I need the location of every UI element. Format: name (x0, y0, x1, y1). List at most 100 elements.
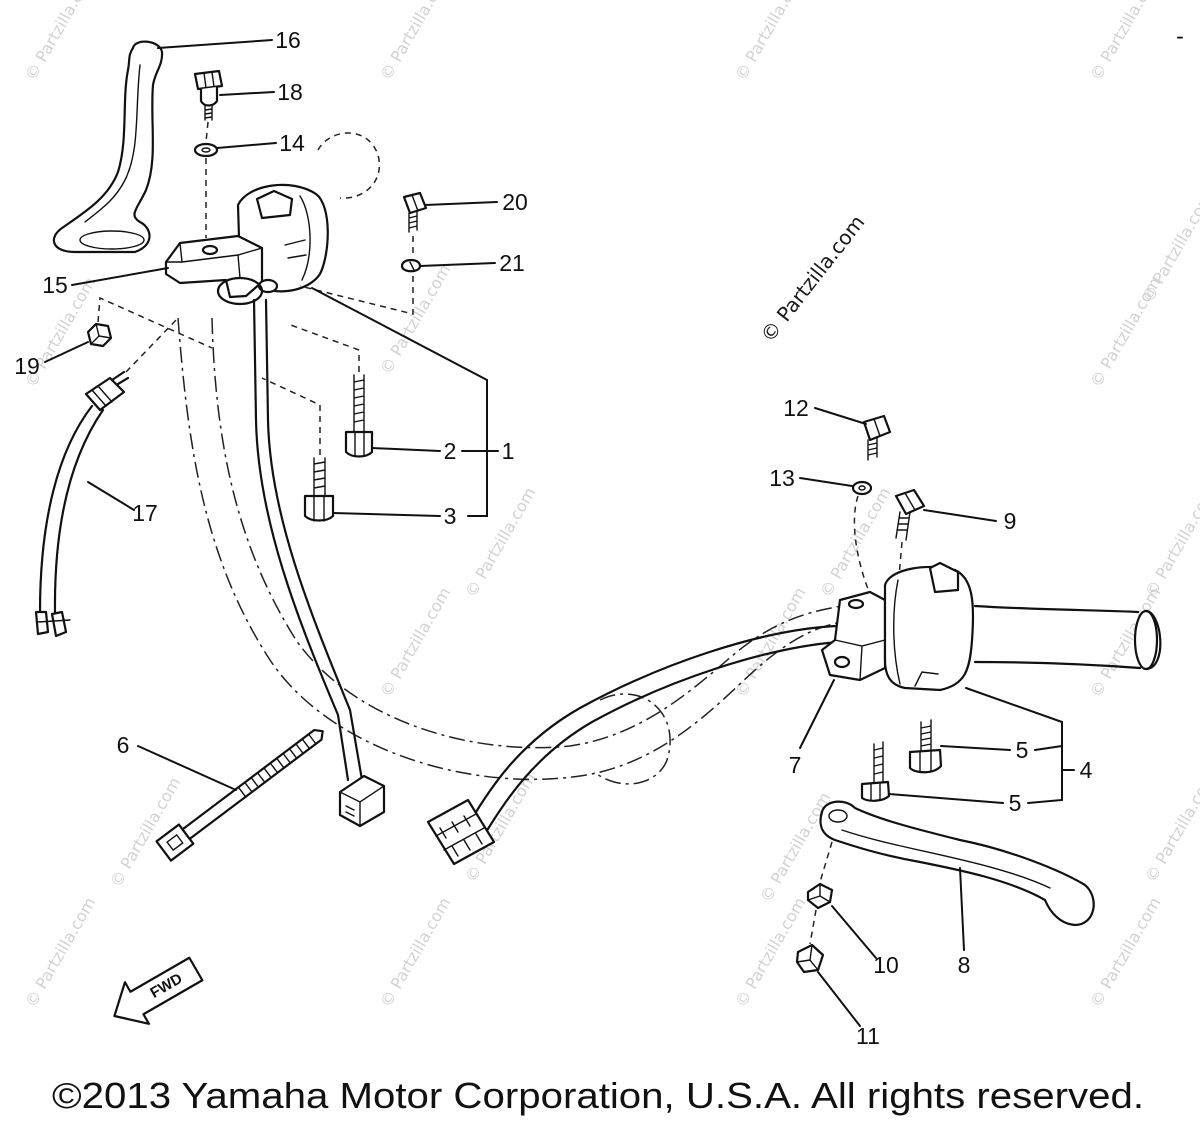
nut-part-11 (795, 943, 825, 974)
screw-head-facets (870, 782, 881, 801)
housing-detail (284, 195, 311, 281)
callout-18: 18 (277, 79, 303, 105)
leader-18 (219, 91, 275, 96)
assembly-line (809, 841, 833, 945)
bolt-part-9 (894, 488, 926, 541)
leader-13 (799, 477, 853, 487)
tie-strap (181, 728, 324, 841)
cable-terminal (50, 610, 68, 638)
clamp-edges (165, 242, 263, 279)
clamp-screw-hole (201, 244, 219, 256)
holder-switch-knob (928, 561, 960, 594)
leader-14 (216, 142, 277, 149)
leader-15 (71, 267, 169, 286)
nut-facets (90, 323, 112, 345)
screw-thread (873, 741, 884, 785)
holder-clamp-edges (834, 639, 886, 681)
lever-part-16 (52, 40, 164, 254)
washer-part-14 (193, 142, 219, 158)
washer-hole (201, 147, 211, 153)
lever-inner-line (84, 64, 141, 223)
leader-16 (157, 39, 273, 49)
washer-outer (193, 142, 219, 158)
callout-20: 20 (502, 189, 528, 215)
lockwasher-part-21 (400, 258, 422, 273)
nut-facet (796, 944, 819, 971)
grip-end (1133, 609, 1159, 671)
screw-thread (920, 719, 932, 753)
callout-13: 13 (769, 465, 795, 491)
screw-part-5-upper (908, 719, 943, 774)
callout-11: 11 (856, 1023, 880, 1049)
callout-8: 8 (958, 952, 971, 978)
holder-screw-hole (833, 655, 851, 669)
bolt-part-18 (193, 69, 224, 121)
cable-tip (110, 370, 130, 386)
nut-part-19 (86, 322, 113, 348)
grip-edge (973, 604, 1140, 614)
leader-19 (44, 341, 89, 363)
wire-line (252, 298, 350, 782)
nut-part-10 (806, 882, 834, 910)
holder-housing (883, 565, 975, 692)
leader-11 (817, 971, 861, 1027)
right-wire-connector (426, 798, 496, 866)
cable-part-17 (34, 370, 130, 638)
grip-phantom-left (317, 132, 381, 199)
callout-labels: 16 18 14 20 21 15 19 2 1 3 17 12 13 9 6 … (14, 27, 1092, 1049)
lever-inner-line (841, 829, 1051, 889)
callout-12: 12 (783, 395, 809, 421)
grip-cap (1144, 609, 1162, 671)
tie-ribs (237, 733, 317, 798)
connector-detail (339, 785, 385, 827)
tie-head-slot (166, 833, 184, 852)
lever-mount (79, 230, 145, 250)
callout-5-upper: 5 (1016, 737, 1029, 763)
leader-21 (419, 262, 496, 267)
screw-head (303, 494, 335, 522)
callout-6: 6 (117, 732, 130, 758)
leader-6 (137, 745, 237, 791)
connector-pins (435, 813, 485, 857)
leader-7 (799, 679, 835, 749)
handlebar-outline-inner (211, 317, 843, 749)
lever-pivot (828, 809, 848, 823)
washer-part-13 (851, 480, 873, 496)
screw-head-facets (354, 431, 365, 457)
cable-tie-part-6 (155, 728, 324, 862)
screw-head (860, 780, 891, 802)
callout-17: 17 (132, 500, 158, 526)
right-switch-wire (468, 624, 840, 834)
cable-connector-rings (91, 385, 113, 407)
bolt-shoulder (199, 87, 219, 107)
grip-edge (973, 660, 1142, 670)
screw-head-facets (919, 750, 932, 773)
screw-thread (353, 374, 365, 433)
lockwasher-split (409, 261, 415, 271)
callout-10: 10 (873, 952, 899, 978)
leader-2 (371, 447, 441, 452)
wire-line (468, 624, 838, 824)
leader-10 (831, 905, 877, 959)
right-grip (973, 604, 1162, 671)
bolt-thread (895, 492, 916, 541)
lever-outline (819, 800, 1095, 927)
callout-16: 16 (275, 27, 301, 53)
leader-5-upper (940, 745, 1011, 751)
holder-screw-hole (847, 598, 865, 610)
washer-outer (851, 480, 873, 496)
screw-thread (313, 457, 326, 497)
bracket-4 (965, 687, 1075, 804)
leader-12 (814, 407, 867, 425)
leader-5-lower (888, 793, 1004, 804)
callout-21: 21 (499, 250, 525, 276)
housing-switch-knob (255, 189, 294, 220)
leader-3 (332, 512, 441, 517)
bolt-part-20 (402, 191, 428, 233)
handlebar-phantom-outline (177, 132, 843, 785)
callout-5-lower: 5 (1009, 790, 1022, 816)
copyright-notice: ©2013 Yamaha Motor Corporation, U.S.A. A… (52, 1075, 1144, 1116)
left-wire-connector (338, 774, 386, 828)
